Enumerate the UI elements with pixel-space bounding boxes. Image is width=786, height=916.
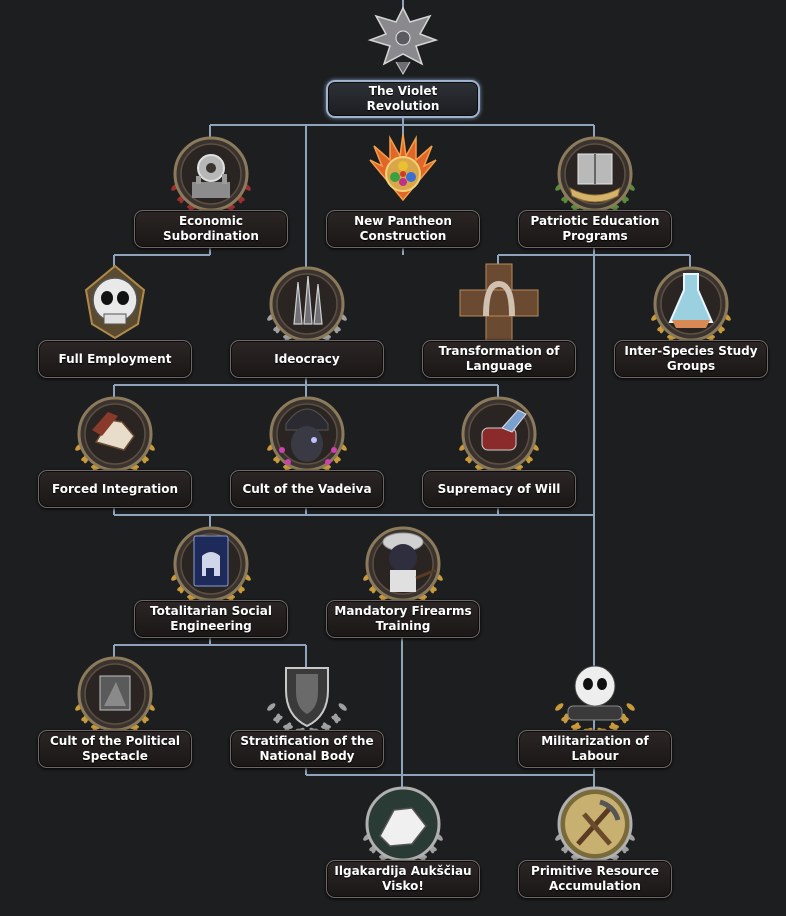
books-icon	[552, 130, 638, 216]
focus-label: Totalitarian Social Engineering	[150, 604, 272, 633]
focus-label: Mandatory Firearms Training	[334, 604, 472, 633]
phoenix-gems-icon	[360, 130, 446, 216]
industry-gear-icon	[168, 130, 254, 216]
focus-forced-integration[interactable]: Forced Integration	[30, 390, 200, 526]
eagle-emblem-icon	[360, 0, 446, 86]
focus-transformation-of-language[interactable]: Transformation of Language	[414, 260, 584, 396]
focus-label: Militarization of Labour	[541, 734, 649, 763]
focus-primitive-resource-accumulation[interactable]: Primitive Resource Accumulation	[510, 780, 680, 916]
focus-label: Economic Subordination	[163, 214, 259, 243]
focus-label: Patriotic Education Programs	[530, 214, 660, 243]
monument-icon	[72, 650, 158, 736]
focus-label: New Pantheon Construction	[354, 214, 452, 243]
pickaxe-hammer-icon	[552, 780, 638, 866]
focus-label: Cult of the Vadeiva	[242, 481, 372, 496]
focus-ideocracy[interactable]: Ideocracy	[222, 260, 392, 396]
focus-stratification-of-the-national-body[interactable]: Stratification of the National Body	[222, 650, 392, 786]
focus-economic-subordination[interactable]: Economic Subordination	[126, 130, 296, 266]
focus-totalitarian-social-engineering[interactable]: Totalitarian Social Engineering	[126, 520, 296, 656]
focus-inter-species-study-groups[interactable]: Inter-Species Study Groups	[606, 260, 776, 396]
armored-fist-icon	[456, 390, 542, 476]
grasping-hands-icon	[72, 390, 158, 476]
focus-label: Supremacy of Will	[437, 481, 561, 496]
focus-label: Transformation of Language	[438, 344, 560, 373]
shield-crest-icon	[264, 650, 350, 736]
horseshoe-cross-icon	[456, 260, 542, 346]
focus-militarization-of-labour[interactable]: Militarization of Labour	[510, 650, 680, 786]
passport-icon	[168, 520, 254, 606]
focus-label: Ilgakardija Aukščiau Visko!	[334, 864, 472, 893]
focus-supremacy-of-will[interactable]: Supremacy of Will	[414, 390, 584, 526]
helmeted-pony-portrait-icon	[264, 390, 350, 476]
focus-patriotic-education-programs[interactable]: Patriotic Education Programs	[510, 130, 680, 266]
focus-full-employment[interactable]: Full Employment	[30, 260, 200, 396]
focus-cult-of-the-vadeiva[interactable]: Cult of the Vadeiva	[222, 390, 392, 526]
focus-label: Forced Integration	[51, 481, 179, 496]
focus-label: Inter-Species Study Groups	[624, 344, 758, 373]
focus-label: Ideocracy	[274, 351, 340, 366]
clasped-hands-icon	[360, 780, 446, 866]
focus-violet-revolution[interactable]: The Violet Revolution	[318, 0, 488, 136]
focus-label: Stratification of the National Body	[240, 734, 374, 763]
focus-label: Primitive Resource Accumulation	[531, 864, 659, 893]
focus-ilgakardija-aukstiau-visko[interactable]: Ilgakardija Aukščiau Visko!	[318, 780, 488, 916]
focus-label: Cult of the Political Spectacle	[49, 734, 181, 763]
focus-new-pantheon-construction[interactable]: New Pantheon Construction	[318, 130, 488, 266]
spires-icon	[264, 260, 350, 346]
focus-cult-of-the-political-spectacle[interactable]: Cult of the Political Spectacle	[30, 650, 200, 786]
skull-helmet-icon	[72, 260, 158, 346]
focus-mandatory-firearms-training[interactable]: Mandatory Firearms Training	[318, 520, 488, 656]
skull-tank-icon	[552, 650, 638, 736]
pony-soldier-icon	[360, 520, 446, 606]
flask-handshake-icon	[648, 260, 734, 346]
focus-label: Full Employment	[58, 351, 172, 366]
focus-label: The Violet Revolution	[366, 84, 440, 113]
